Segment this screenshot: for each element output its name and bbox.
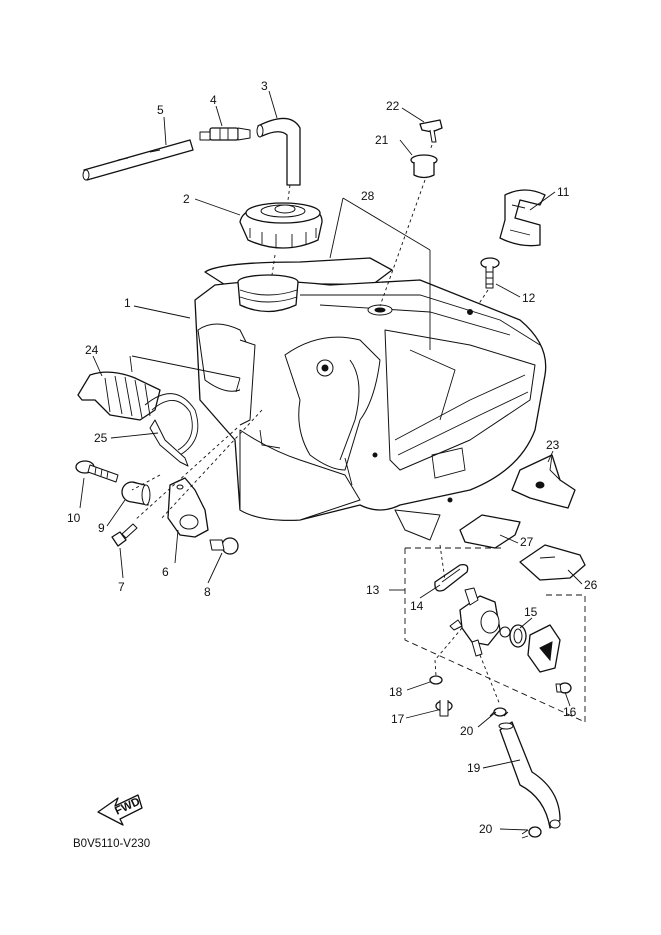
bolt-10 bbox=[75, 460, 119, 483]
callout-3: 3 bbox=[261, 79, 268, 93]
fuel-cock-assy-box bbox=[404, 547, 586, 723]
clip-20-upper bbox=[489, 707, 509, 717]
o-ring-15 bbox=[509, 624, 527, 648]
check-valve bbox=[199, 127, 251, 141]
callout-10: 10 bbox=[67, 511, 81, 525]
fuel-hose-19 bbox=[498, 721, 561, 829]
fuel-tank-cap bbox=[239, 202, 323, 249]
callout-11: 11 bbox=[557, 185, 570, 199]
callout-7: 7 bbox=[118, 580, 125, 594]
screw-16 bbox=[555, 682, 572, 694]
vent-hose bbox=[82, 139, 194, 181]
fwd-arrow-icon: FWD bbox=[97, 794, 143, 826]
callout-2: 2 bbox=[183, 192, 190, 206]
diagram-code: B0V5110-V230 bbox=[73, 838, 150, 850]
callout-27: 27 bbox=[520, 535, 534, 549]
callout-18: 18 bbox=[389, 685, 403, 699]
bolt-12 bbox=[480, 257, 500, 289]
collar-21 bbox=[410, 154, 438, 179]
lever-assy bbox=[499, 624, 561, 673]
callout-19: 19 bbox=[467, 761, 481, 775]
callout-23: 23 bbox=[546, 438, 560, 452]
callout-13: 13 bbox=[366, 583, 380, 597]
pad-27 bbox=[459, 514, 521, 549]
callout-25: 25 bbox=[94, 431, 108, 445]
bracket-6 bbox=[167, 477, 209, 538]
callout-20-upper: 20 bbox=[460, 724, 474, 738]
callout-9: 9 bbox=[98, 521, 105, 535]
bracket-23 bbox=[511, 454, 576, 509]
fuel-tank-band bbox=[499, 189, 546, 247]
callout-21: 21 bbox=[375, 133, 389, 147]
gasket-14 bbox=[434, 564, 469, 592]
damper-9 bbox=[121, 481, 151, 506]
callout-20-lower: 20 bbox=[479, 822, 493, 836]
callout-6: 6 bbox=[162, 565, 169, 579]
guide-lines bbox=[129, 144, 501, 706]
breather-hose bbox=[256, 117, 301, 186]
callout-1: 1 bbox=[124, 296, 131, 310]
bolt-17 bbox=[435, 700, 453, 717]
callout-8: 8 bbox=[204, 585, 211, 599]
callout-16: 16 bbox=[563, 705, 577, 719]
callout-numbers: 1 2 3 4 5 6 7 8 9 10 11 12 13 14 15 16 1… bbox=[67, 79, 598, 836]
callout-15: 15 bbox=[524, 605, 538, 619]
callout-5: 5 bbox=[157, 103, 164, 117]
band-25 bbox=[144, 393, 199, 467]
screw-7 bbox=[111, 523, 138, 547]
washer-18 bbox=[429, 675, 443, 685]
fuel-tank bbox=[194, 257, 547, 541]
clip-20-lower bbox=[521, 826, 542, 839]
callout-28: 28 bbox=[361, 189, 375, 203]
callout-14: 14 bbox=[410, 599, 424, 613]
callout-4: 4 bbox=[210, 93, 217, 107]
damper-24 bbox=[77, 371, 161, 421]
bolt-22 bbox=[419, 119, 443, 143]
callout-12: 12 bbox=[522, 291, 536, 305]
callout-24: 24 bbox=[85, 343, 99, 357]
fuel-cock-body bbox=[449, 587, 501, 657]
callout-17: 17 bbox=[391, 712, 405, 726]
callout-22: 22 bbox=[386, 99, 400, 113]
leader-lines bbox=[79, 90, 583, 831]
callout-26: 26 bbox=[584, 578, 598, 592]
bolt-8 bbox=[209, 537, 239, 555]
pad-26 bbox=[519, 544, 586, 581]
